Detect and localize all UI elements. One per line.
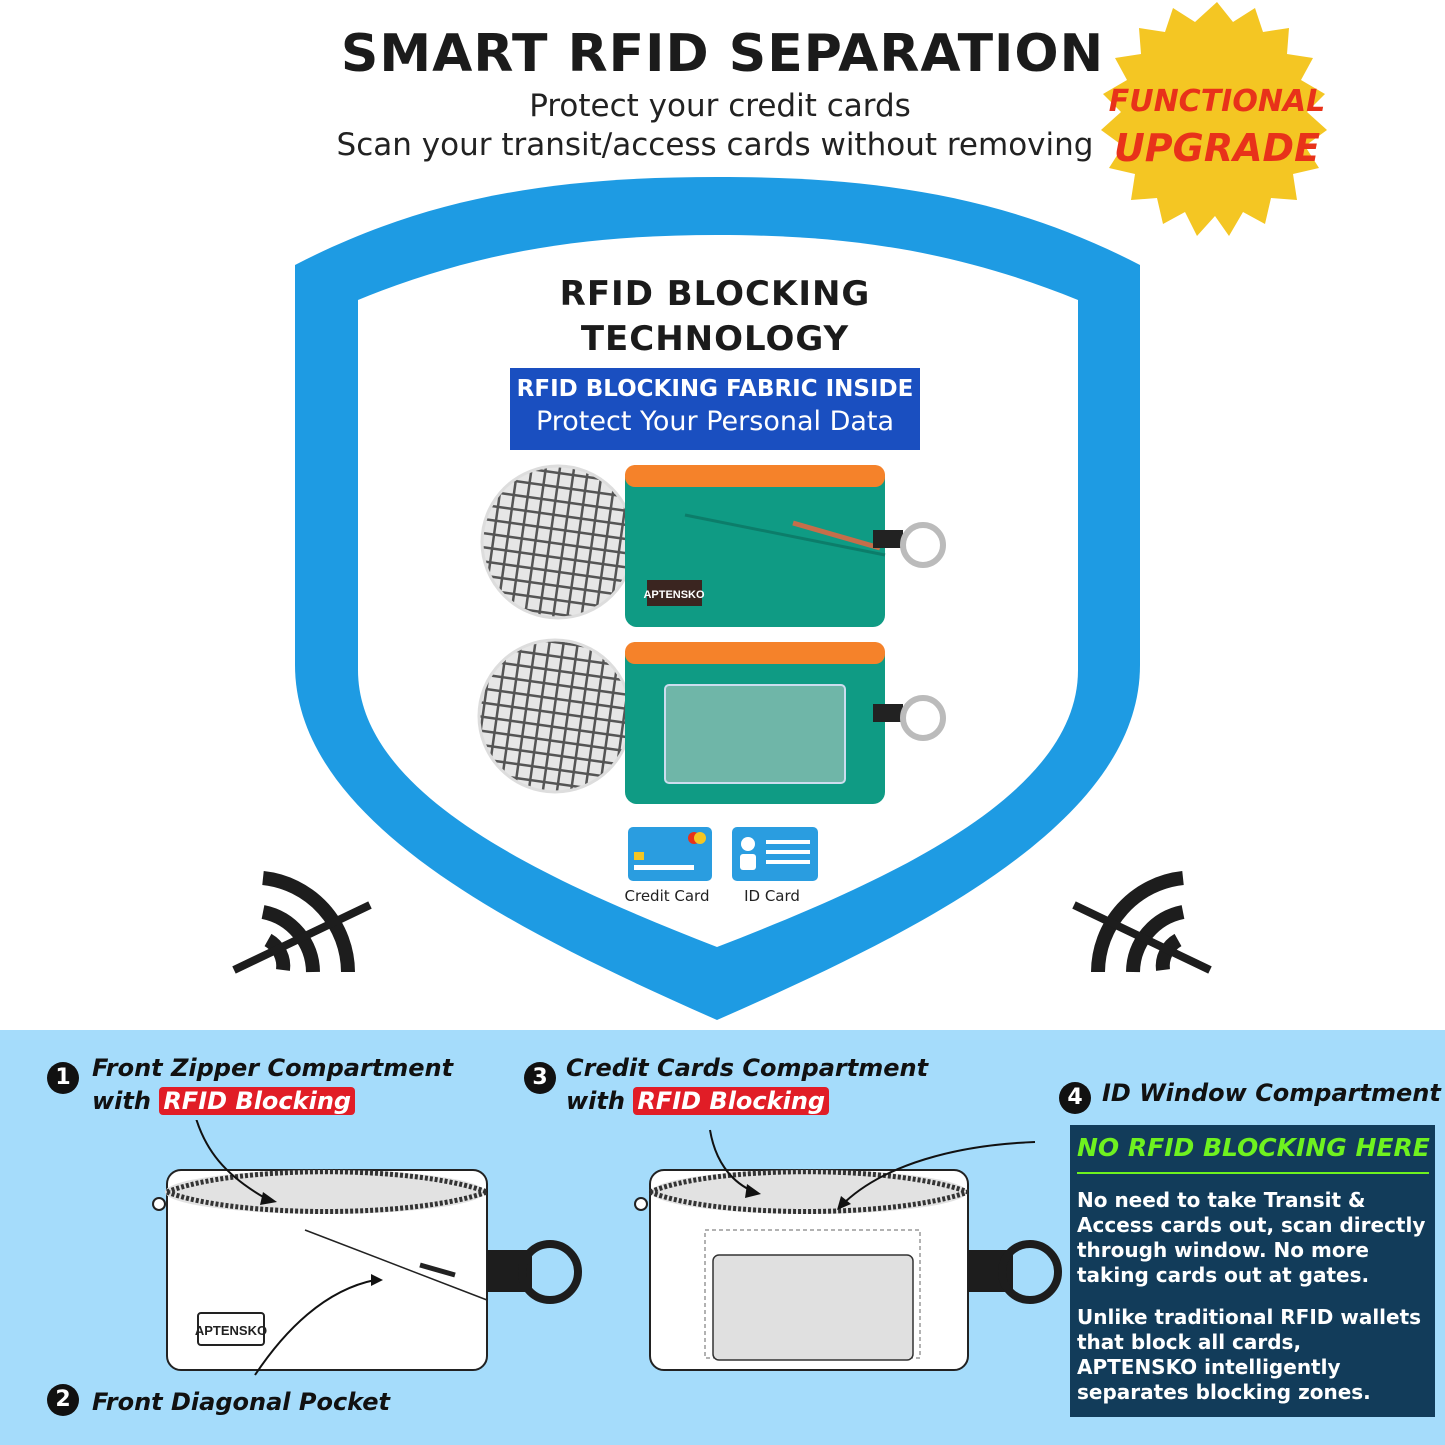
- credit-card-label: Credit Card: [624, 887, 710, 905]
- compartment-3-with: with: [566, 1087, 625, 1115]
- subtitle-line-1: Protect your credit cards: [529, 88, 911, 124]
- shield-title-line-2: TECHNOLOGY: [580, 319, 850, 359]
- compartment-1-title: Front Zipper Compartment: [92, 1054, 454, 1082]
- card-icons: [628, 827, 818, 881]
- panel-paragraph-2: Unlike traditional RFID wallets that blo…: [1077, 1305, 1422, 1404]
- wallet-back-diagram: [634, 1129, 1062, 1371]
- fabric-banner-subtitle: Protect Your Personal Data: [535, 406, 895, 437]
- starburst-badge-icon: [1101, 2, 1327, 236]
- wallet-back-photo: [477, 638, 946, 804]
- number-badge-3: 3: [524, 1062, 556, 1094]
- compartment-1-with: with: [92, 1087, 151, 1115]
- subtitle-line-2: Scan your transit/access cards without r…: [336, 127, 1094, 163]
- fabric-banner: RFID BLOCKING FABRIC INSIDE Protect Your…: [510, 368, 920, 450]
- wallet-front-diagram: APTENSKO: [152, 1120, 582, 1376]
- number-badge-4: 4: [1059, 1082, 1091, 1114]
- badge-text-functional: FUNCTIONAL: [1108, 84, 1326, 119]
- wallet-diagram-brand: APTENSKO: [195, 1323, 267, 1338]
- panel-paragraph-1: No need to take Transit & Access cards o…: [1077, 1188, 1426, 1287]
- shield-title: RFID BLOCKING TECHNOLOGY: [480, 272, 950, 362]
- credit-card-icon: [628, 827, 712, 881]
- number-badge-2: 2: [47, 1384, 79, 1416]
- number-badge-1: 1: [47, 1062, 79, 1094]
- wallet-brand-tag: APTENSKO: [643, 589, 705, 601]
- rfid-blocking-tag-3: RFID Blocking: [633, 1087, 830, 1115]
- blocked-signal-icon-right: [1072, 871, 1212, 974]
- rfid-blocking-tag-1: RFID Blocking: [159, 1087, 356, 1115]
- compartment-1-label: Front Zipper Compartment with RFID Block…: [92, 1052, 453, 1118]
- panel-divider: [1077, 1172, 1429, 1174]
- fabric-banner-title: RFID BLOCKING FABRIC INSIDE: [516, 376, 914, 402]
- id-card-icon: [732, 827, 818, 881]
- product-photos: APTENSKO: [477, 464, 946, 804]
- wallet-front-photo: APTENSKO: [480, 464, 946, 627]
- page-title: SMART RFID SEPARATION: [340, 24, 1105, 84]
- no-rfid-title: NO RFID BLOCKING HERE: [1077, 1133, 1430, 1162]
- id-card-label: ID Card: [744, 887, 800, 905]
- compartment-3-title: Credit Cards Compartment: [566, 1054, 929, 1082]
- badge-text-upgrade: UPGRADE: [1113, 126, 1321, 170]
- compartment-2-title: Front Diagonal Pocket: [92, 1388, 391, 1416]
- shield-title-line-1: RFID BLOCKING: [559, 274, 871, 314]
- blocked-signal-icon-left: [232, 871, 372, 974]
- compartment-3-label: Credit Cards Compartment with RFID Block…: [566, 1052, 928, 1118]
- compartment-4-title: ID Window Compartment: [1102, 1079, 1441, 1107]
